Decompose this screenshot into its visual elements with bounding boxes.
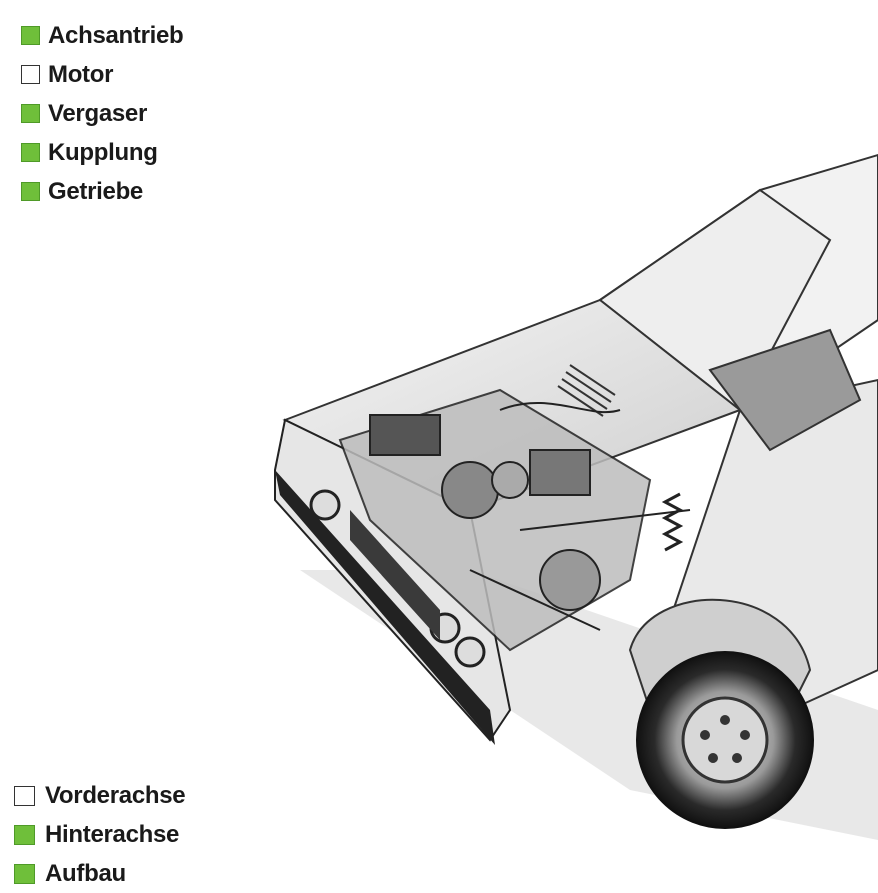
checkbox-getriebe[interactable] <box>21 182 40 201</box>
legend-item-hinterachse: Hinterachse <box>14 815 185 854</box>
wheel-hub <box>681 696 769 784</box>
legend-bottom: Vorderachse Hinterachse Aufbau <box>14 776 186 893</box>
grille <box>350 510 440 640</box>
checkbox-achsantrieb[interactable] <box>21 26 40 45</box>
suspension-spring <box>661 492 684 552</box>
checkbox-vorderachse[interactable] <box>14 785 35 806</box>
checkbox-aufbau[interactable] <box>14 863 35 884</box>
car-cutaway-illustration <box>274 153 878 840</box>
seat <box>708 328 862 452</box>
checkbox-hinterachse[interactable] <box>14 824 35 845</box>
legend-item-motor: Motor <box>21 55 183 94</box>
headlight-3 <box>454 636 486 668</box>
legend-item-vergaser: Vergaser <box>21 94 183 133</box>
legend-item-getriebe: Getriebe <box>21 172 183 211</box>
front-bumper <box>275 470 495 745</box>
legend-item-aufbau: Aufbau <box>14 854 185 893</box>
wheel-bolts <box>700 715 750 763</box>
label-getriebe: Getriebe <box>48 177 143 205</box>
label-achsantrieb: Achsantrieb <box>48 21 184 49</box>
label-motor: Motor <box>48 60 114 88</box>
label-vorderachse: Vorderachse <box>45 781 186 809</box>
checkbox-kupplung[interactable] <box>21 143 40 162</box>
legend-item-kupplung: Kupplung <box>21 133 183 172</box>
checkbox-motor[interactable] <box>21 65 40 84</box>
label-kupplung: Kupplung <box>48 138 158 166</box>
legend-item-achsantrieb: Achsantrieb <box>21 16 184 55</box>
engine-parts <box>369 401 691 631</box>
legend-item-vorderachse: Vorderachse <box>14 776 186 815</box>
legend-top: Achsantrieb Motor Vergaser Kupplung Getr… <box>21 16 184 211</box>
headlight-1 <box>309 489 341 521</box>
label-hinterachse: Hinterachse <box>45 820 180 848</box>
label-vergaser: Vergaser <box>48 99 148 127</box>
checkbox-vergaser[interactable] <box>21 104 40 123</box>
label-aufbau: Aufbau <box>45 859 126 887</box>
